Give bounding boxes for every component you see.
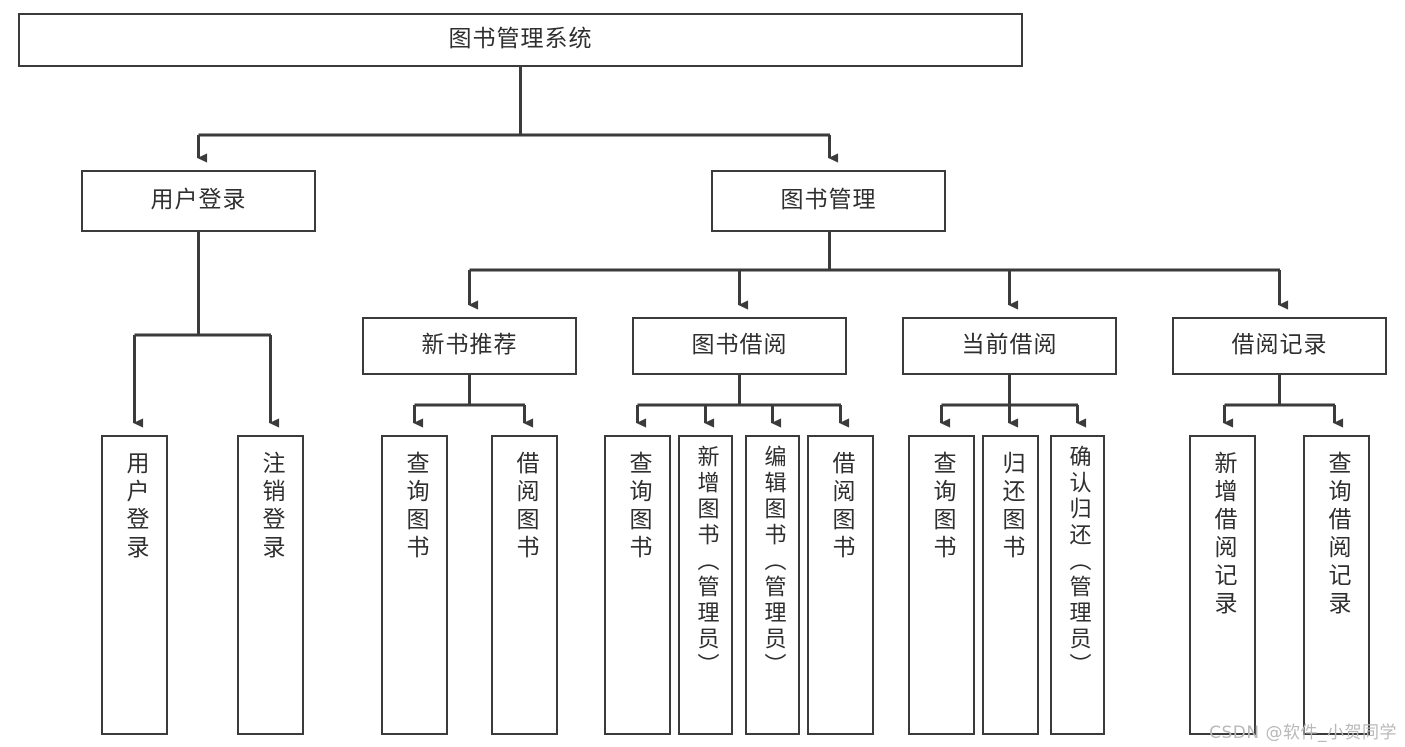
node-label: 图书管理 (780, 187, 877, 214)
node-label: 新增借阅记录 (1210, 451, 1236, 619)
leaf-book-borrow-add[interactable]: 新增图书（管理员） (678, 435, 733, 735)
leaf-user-login-login[interactable]: 用户登录 (101, 435, 168, 735)
leaf-new-book-query[interactable]: 查询图书 (381, 435, 448, 735)
leaf-book-borrow-edit[interactable]: 编辑图书（管理员） (745, 435, 800, 735)
node-label: 确认归还（管理员） (1065, 445, 1091, 679)
node-new-book-recommend[interactable]: 新书推荐 (362, 317, 577, 375)
node-current-borrow[interactable]: 当前借阅 (902, 317, 1117, 375)
csdn-watermark: CSDN @软件_小贺同学 (1209, 723, 1397, 743)
node-label: 注销登录 (258, 451, 284, 563)
leaf-borrow-record-add[interactable]: 新增借阅记录 (1189, 435, 1256, 735)
node-label: 当前借阅 (961, 332, 1058, 359)
node-label: 新增图书（管理员） (693, 445, 719, 679)
node-label: 归还图书 (998, 451, 1024, 563)
node-root-system[interactable]: 图书管理系统 (18, 13, 1023, 67)
node-label: 编辑图书（管理员） (760, 445, 786, 679)
node-book-borrow[interactable]: 图书借阅 (632, 317, 847, 375)
node-label: 图书管理系统 (448, 26, 593, 53)
node-borrow-record[interactable]: 借阅记录 (1172, 317, 1387, 375)
leaf-borrow-record-query[interactable]: 查询借阅记录 (1303, 435, 1370, 735)
leaf-user-login-logout[interactable]: 注销登录 (237, 435, 304, 735)
node-label: 图书借阅 (691, 332, 788, 359)
leaf-book-borrow-query[interactable]: 查询图书 (604, 435, 671, 735)
leaf-book-borrow-borrow[interactable]: 借阅图书 (807, 435, 874, 735)
node-label: 借阅图书 (512, 451, 538, 563)
leaf-current-borrow-confirm[interactable]: 确认归还（管理员） (1050, 435, 1105, 735)
node-label: 借阅记录 (1231, 332, 1328, 359)
leaf-new-book-borrow[interactable]: 借阅图书 (491, 435, 558, 735)
node-label: 查询借阅记录 (1324, 451, 1350, 619)
node-user-login[interactable]: 用户登录 (81, 170, 316, 232)
node-label: 查询图书 (929, 451, 955, 563)
node-label: 查询图书 (402, 451, 428, 563)
node-label: 查询图书 (625, 451, 651, 563)
node-label: 新书推荐 (421, 332, 518, 359)
node-label: 用户登录 (122, 451, 148, 563)
node-book-management[interactable]: 图书管理 (711, 170, 946, 232)
node-label: 借阅图书 (828, 451, 854, 563)
leaf-current-borrow-return[interactable]: 归还图书 (982, 435, 1039, 735)
leaf-current-borrow-query[interactable]: 查询图书 (908, 435, 975, 735)
node-label: 用户登录 (150, 187, 247, 214)
